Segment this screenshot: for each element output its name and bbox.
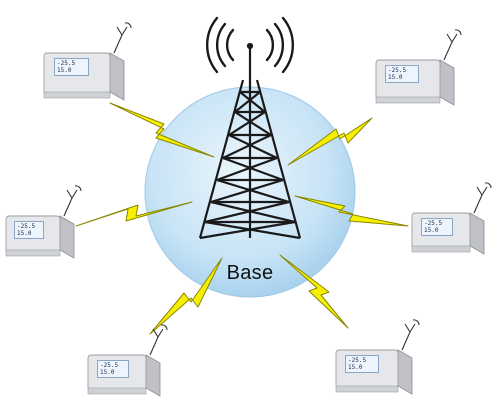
antenna-icon [149, 324, 168, 356]
antenna-icon [113, 22, 132, 54]
lightning-bolt-middle-left [75, 201, 193, 227]
device-reading-1: -25.5 [388, 67, 407, 74]
lightning-bolt-top-left [109, 102, 215, 158]
device-reading-2: 15.0 [348, 364, 363, 371]
antenna-icon [63, 185, 82, 217]
antenna-icon [473, 182, 492, 214]
broadcast-waves-icon [206, 16, 294, 74]
device-reading-2: 15.0 [17, 230, 32, 237]
device-reading-1: -25.5 [57, 60, 76, 67]
lightning-bolt-top-right [287, 117, 373, 166]
device-reading-1: -25.5 [424, 220, 443, 227]
base-label: Base [226, 262, 274, 284]
device-reading-2: 15.0 [388, 74, 403, 81]
device-reading-1: -25.5 [348, 357, 367, 364]
device-reading-2: 15.0 [424, 227, 439, 234]
device-reading-1: -25.5 [17, 223, 36, 230]
device-reading-2: 15.0 [100, 369, 115, 376]
antenna-icon [401, 319, 420, 351]
radio-tower-icon [198, 42, 302, 240]
device-reading-2: 15.0 [57, 67, 72, 74]
lightning-bolt-bottom-right [279, 254, 349, 329]
lightning-bolt-bottom-left [149, 257, 223, 335]
antenna-icon [443, 29, 462, 61]
device-reading-1: -25.5 [100, 362, 119, 369]
lightning-bolt-middle-right [294, 195, 409, 227]
